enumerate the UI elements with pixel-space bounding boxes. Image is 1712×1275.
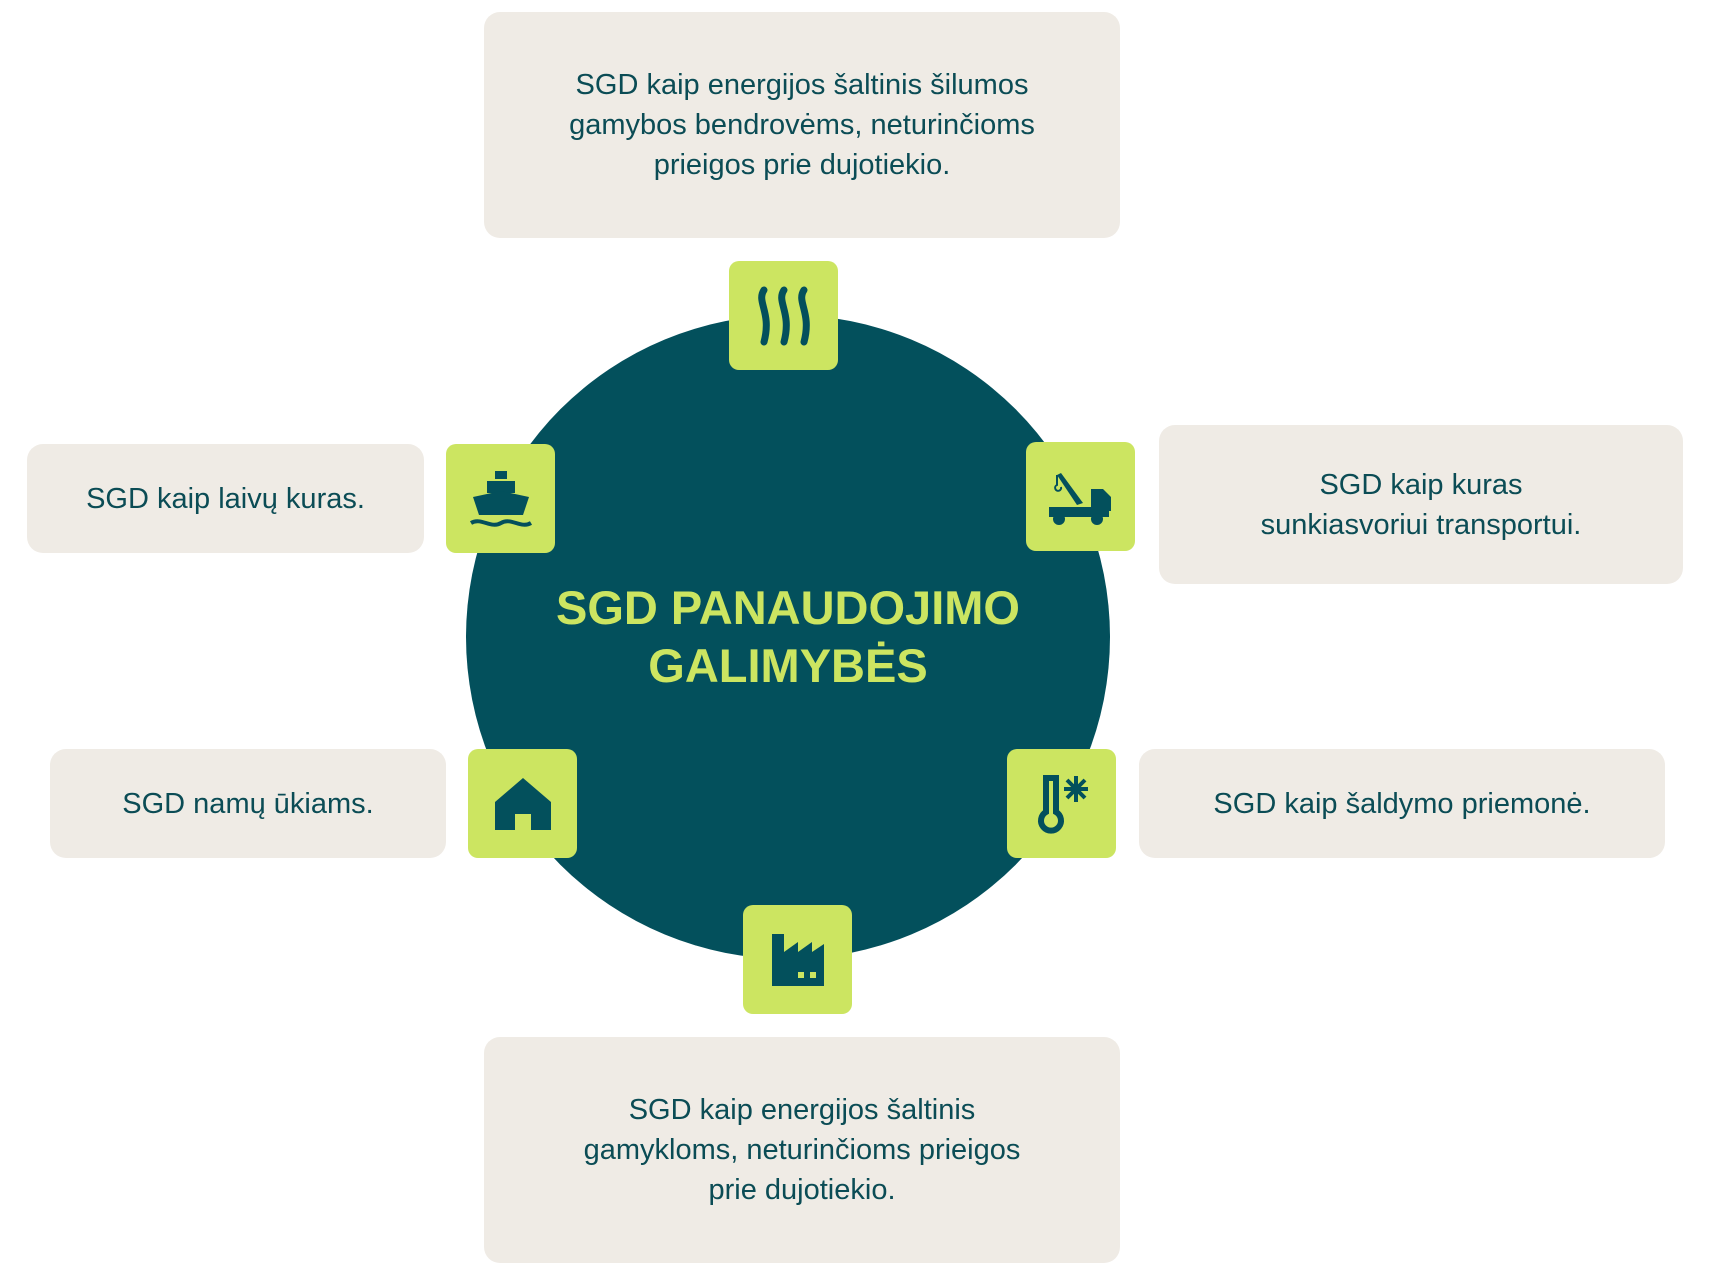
heating-box: SGD kaip energijos šaltinis šilumos gamy…: [484, 12, 1120, 238]
cooling-box: SGD kaip šaldymo priemonė.: [1139, 749, 1665, 858]
heavy-transport-box: SGD kaip kuras sunkiasvoriui transportui…: [1159, 425, 1683, 584]
households-box: SGD namų ūkiams.: [50, 749, 446, 858]
tow-truck-icon: [1026, 442, 1135, 551]
ships-box: SGD kaip laivų kuras.: [27, 444, 424, 553]
factory-icon: [743, 905, 852, 1014]
ship-icon: [446, 444, 555, 553]
title-line-1: SGD PANAUDOJIMO: [556, 581, 1020, 634]
title-line-2: GALIMYBĖS: [648, 639, 928, 692]
factories-box: SGD kaip energijos šaltinis gamykloms, n…: [484, 1037, 1120, 1263]
heat-icon: [729, 261, 838, 370]
thermometer-snowflake-icon: [1007, 749, 1116, 858]
center-circle: SGD PANAUDOJIMO GALIMYBĖS: [466, 315, 1110, 959]
house-icon: [468, 749, 577, 858]
center-title: SGD PANAUDOJIMO GALIMYBĖS: [556, 579, 1020, 695]
